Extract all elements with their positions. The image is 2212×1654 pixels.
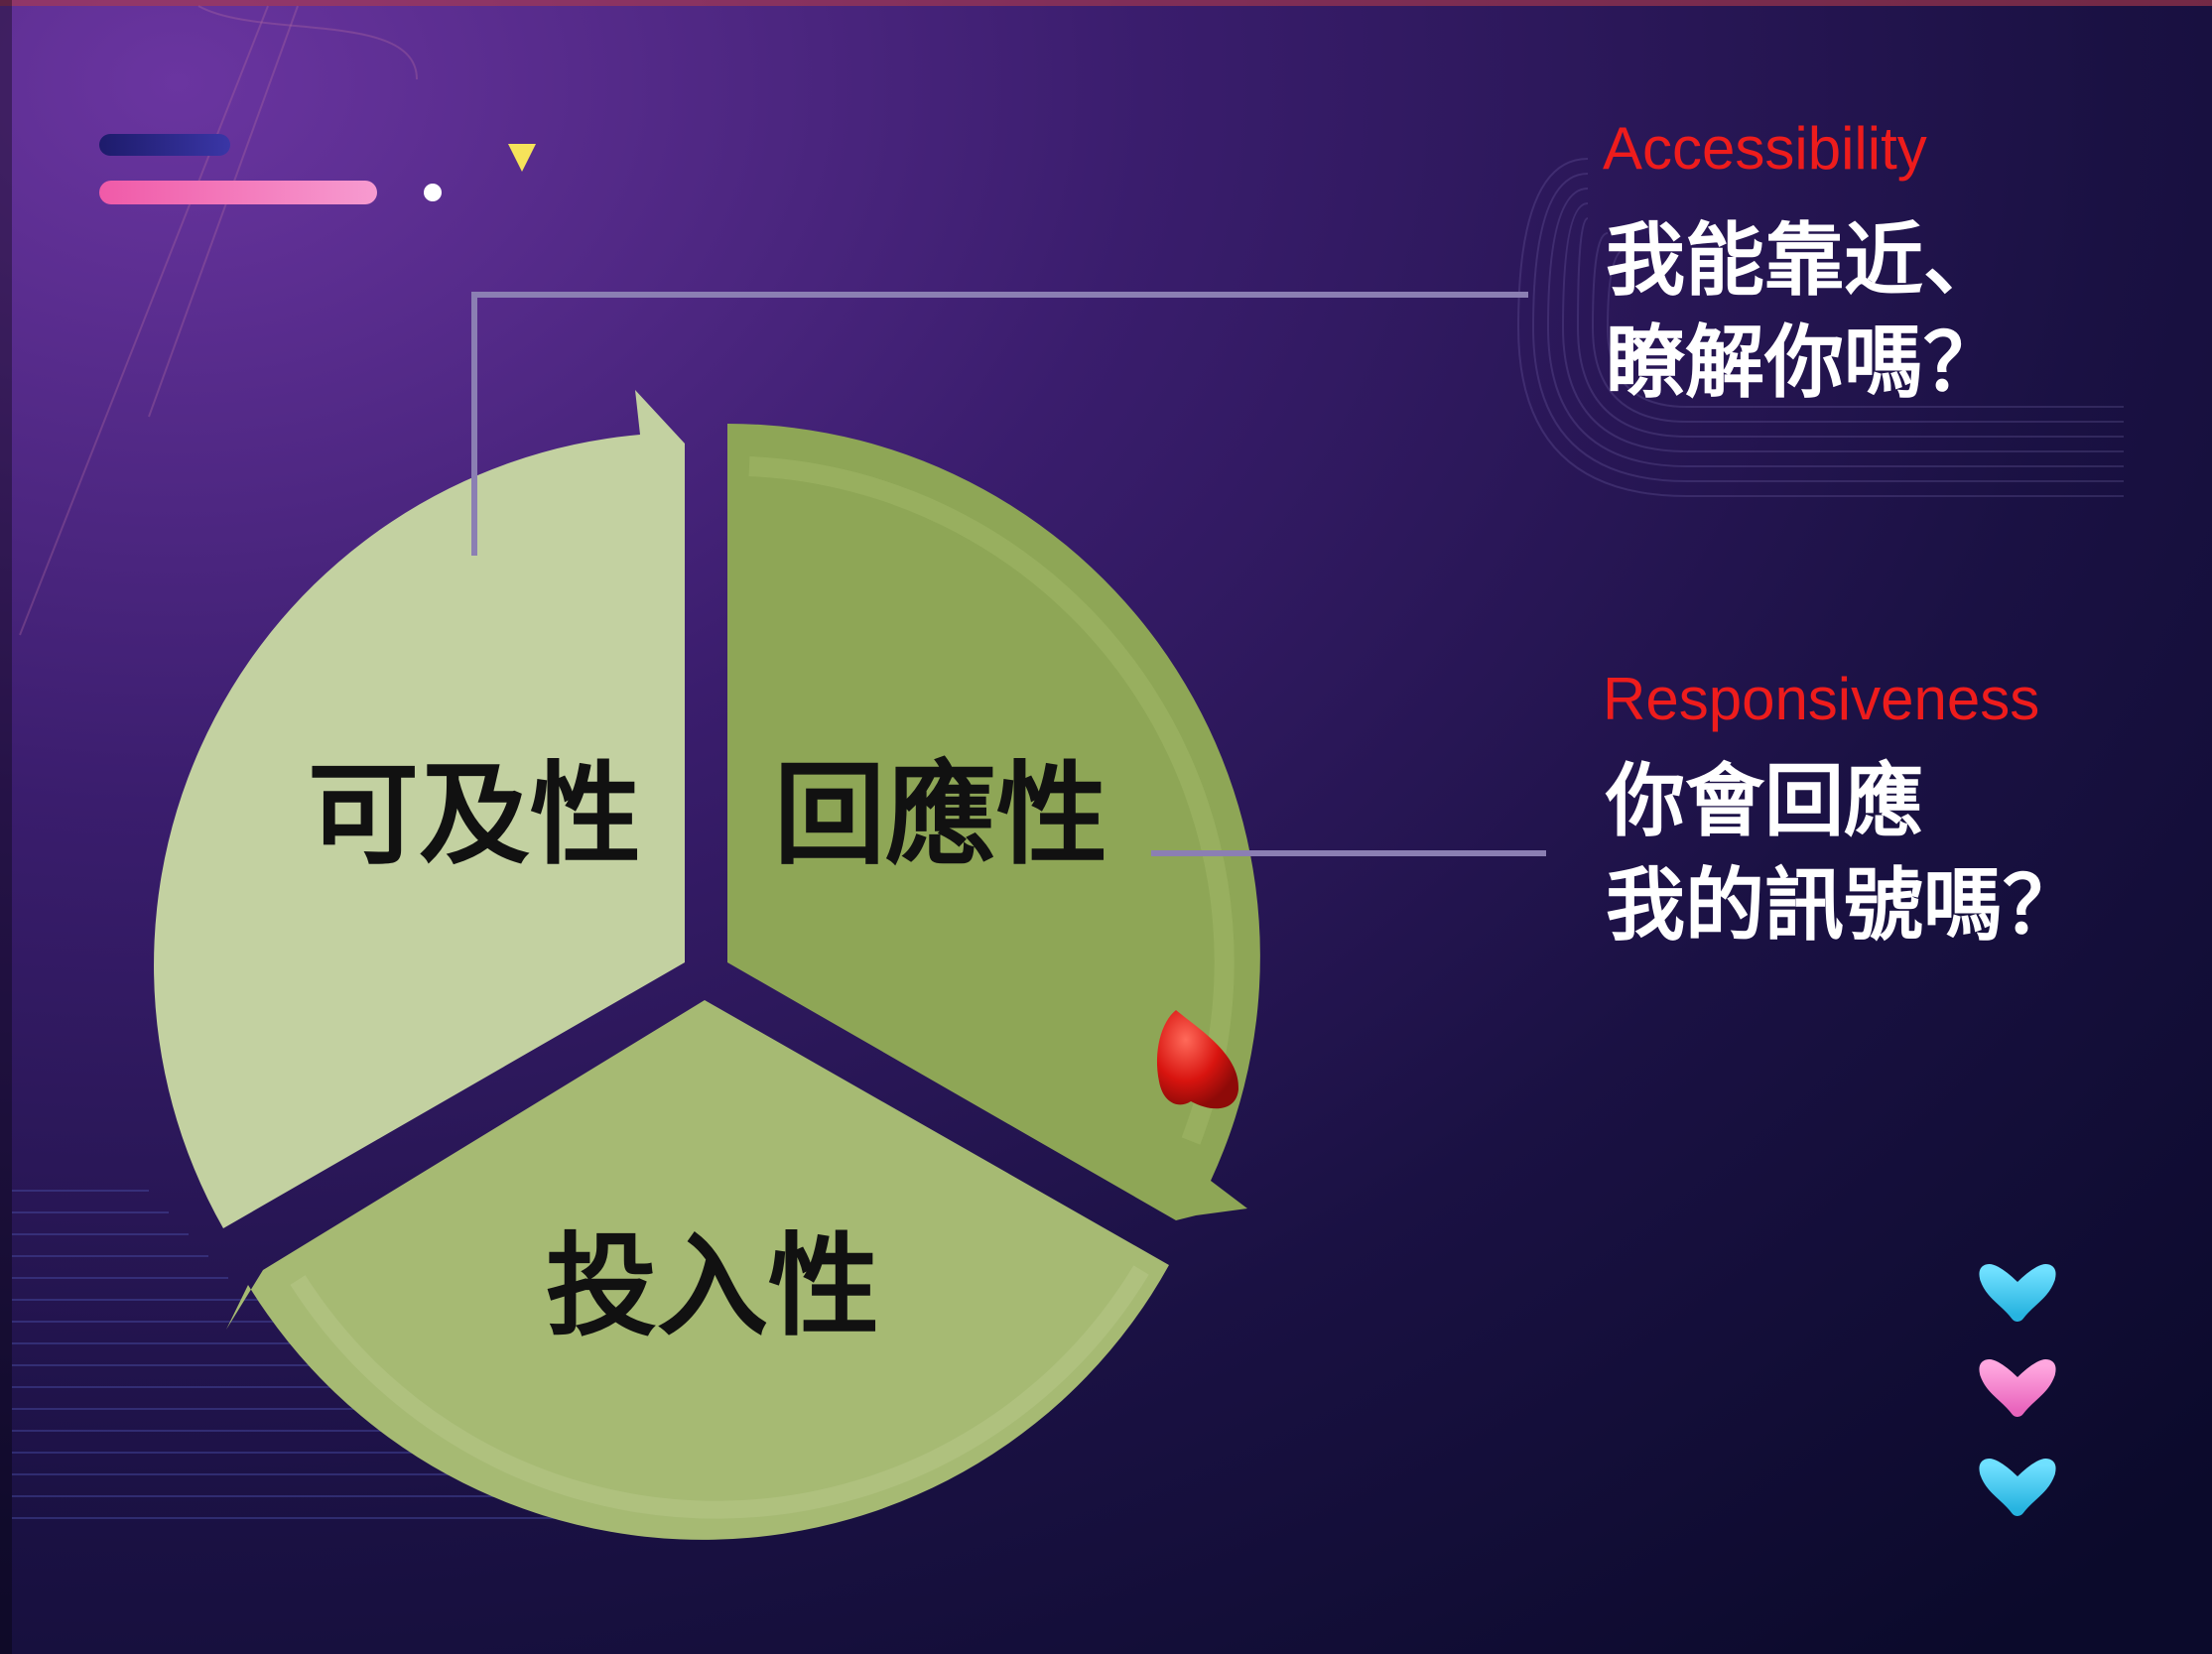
red-drop-icon	[1156, 1010, 1239, 1109]
segment-accessibility	[154, 390, 686, 1228]
segment-label-engagement: 投入性	[546, 1222, 879, 1351]
left-edge-strip	[0, 0, 12, 1654]
decorative-stripes	[12, 1190, 635, 1519]
segment-engagement-bevel	[290, 1265, 1149, 1519]
callout-accessibility-question-line2: 瞭解你嗎？	[1606, 317, 2003, 409]
connector-accessibility	[471, 292, 1528, 556]
cycle-diagram: 可及性 回應性 投入性	[154, 390, 1260, 1540]
triangle-down-icon	[508, 144, 536, 172]
callout-responsiveness-english: Responsiveness	[1603, 666, 2039, 732]
hearts-column	[1979, 1264, 2056, 1516]
segment-responsiveness-bevel	[748, 456, 1235, 1145]
callout-responsiveness-question-line1: 你會回應	[1605, 755, 1923, 847]
heart-icon	[1979, 1359, 2056, 1417]
segment-label-accessibility: 可及性	[308, 751, 641, 880]
decorative-concentric-arcs	[1516, 158, 2124, 497]
accent-bar-pink	[99, 181, 377, 204]
callout-responsiveness-question-line2: 我的訊號嗎？	[1606, 859, 2082, 952]
heart-icon	[1979, 1264, 2056, 1322]
segment-engagement	[226, 1000, 1169, 1540]
callout-accessibility-english: Accessibility	[1603, 115, 1927, 182]
callout-responsiveness: Responsiveness 你會回應 我的訊號嗎？	[1603, 666, 2082, 952]
accent-dot	[424, 184, 442, 201]
segment-label-responsiveness: 回應性	[774, 751, 1107, 880]
callout-accessibility: Accessibility 我能靠近、 瞭解你嗎？	[1603, 115, 2003, 409]
heart-icon	[1979, 1459, 2056, 1516]
segment-responsiveness	[727, 424, 1260, 1220]
callout-accessibility-question-line1: 我能靠近、	[1606, 214, 2003, 307]
decorative-diagonal-lines	[19, 5, 418, 636]
accent-bar-navy	[99, 134, 230, 156]
top-edge-strip	[0, 0, 2212, 6]
